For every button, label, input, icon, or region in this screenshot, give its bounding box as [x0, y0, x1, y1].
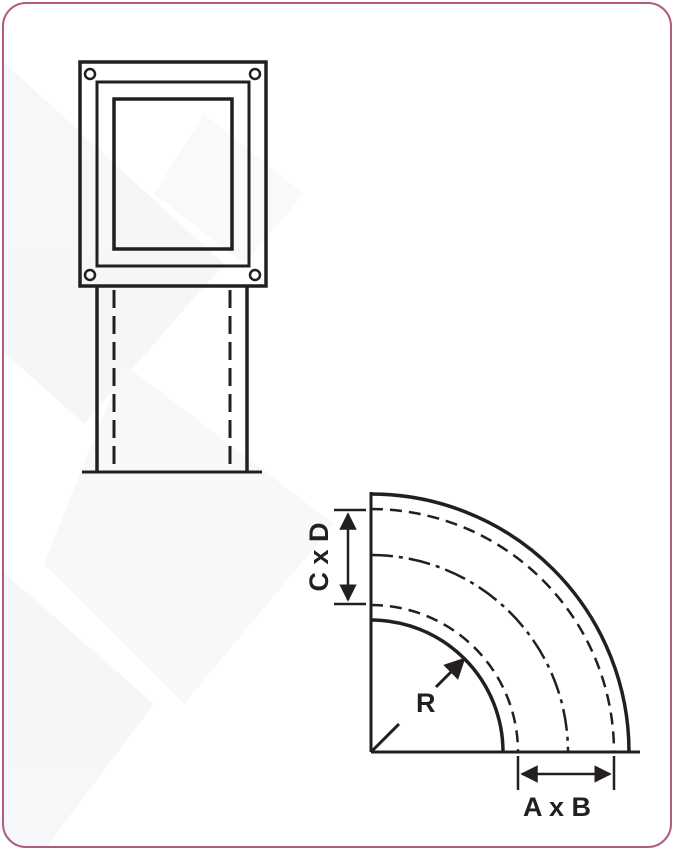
bolt-hole-bottom-left	[83, 268, 97, 282]
background-decoration	[4, 62, 334, 846]
flange-inner-edge	[95, 80, 251, 268]
radius-label: R	[416, 688, 436, 718]
flange-outer-edge	[78, 60, 268, 288]
elbow-outer-hidden-arc	[370, 507, 616, 753]
bolt-holes	[83, 67, 262, 282]
technical-drawing: R A x B C x D	[4, 60, 640, 846]
duct-opening	[112, 97, 234, 251]
elbow-inner-hidden-arc	[370, 603, 520, 753]
radius-label-gap	[394, 682, 441, 729]
height-dimension-label: C x D	[304, 522, 334, 591]
elbow-outer-arc	[370, 492, 631, 753]
flange-front-view	[78, 60, 268, 474]
elbow-centerline-arc	[370, 553, 570, 753]
width-dimension-label: A x B	[523, 792, 591, 822]
bolt-hole-top-left	[83, 67, 97, 81]
elbow-side-view	[334, 492, 640, 790]
bolt-hole-bottom-right	[248, 268, 262, 282]
bolt-hole-top-right	[248, 67, 262, 81]
